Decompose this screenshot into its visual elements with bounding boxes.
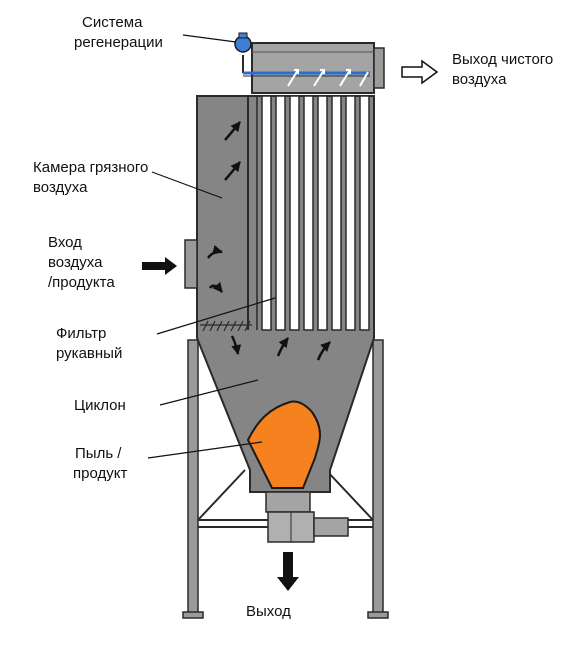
valve-icon <box>234 32 252 53</box>
label-clean-air-out-2: воздуха <box>452 71 507 88</box>
clean-air-chamber <box>251 42 375 94</box>
discharge-neck <box>265 491 311 513</box>
label-outlet: Выход <box>246 603 291 620</box>
pulse-jet-nozzles <box>287 69 369 87</box>
label-inlet-1: Вход <box>48 234 82 251</box>
label-bag-filter-1: Фильтр <box>56 325 106 342</box>
label-cyclone: Циклон <box>74 397 126 414</box>
label-dirty-chamber-1: Камера грязного <box>33 159 148 176</box>
dust-pile <box>246 400 321 489</box>
deflector-plate <box>200 320 252 332</box>
label-dust-2: продукт <box>73 465 127 482</box>
airflow-arrows <box>207 121 331 361</box>
arrow-right-outline-icon <box>401 59 439 85</box>
filter-bags <box>261 95 370 331</box>
valve-drive <box>313 517 349 537</box>
label-dirty-chamber-2: воздуха <box>33 179 88 196</box>
label-regeneration-2: регенерации <box>74 34 163 51</box>
label-bag-filter-2: рукавный <box>56 345 122 362</box>
leader-lines <box>147 34 276 459</box>
label-regeneration-1: Система <box>82 14 143 31</box>
label-dust-1: Пыль / <box>75 445 122 462</box>
arrow-down-filled-icon <box>277 552 299 591</box>
outlet-flange <box>373 47 385 89</box>
label-clean-air-out-1: Выход чистого <box>452 51 553 68</box>
label-inlet-2: воздуха <box>48 254 103 271</box>
support-legs <box>182 339 389 619</box>
arrow-right-filled-icon <box>142 257 177 275</box>
inlet-flange <box>184 239 198 289</box>
label-inlet-3: /продукта <box>48 274 115 291</box>
